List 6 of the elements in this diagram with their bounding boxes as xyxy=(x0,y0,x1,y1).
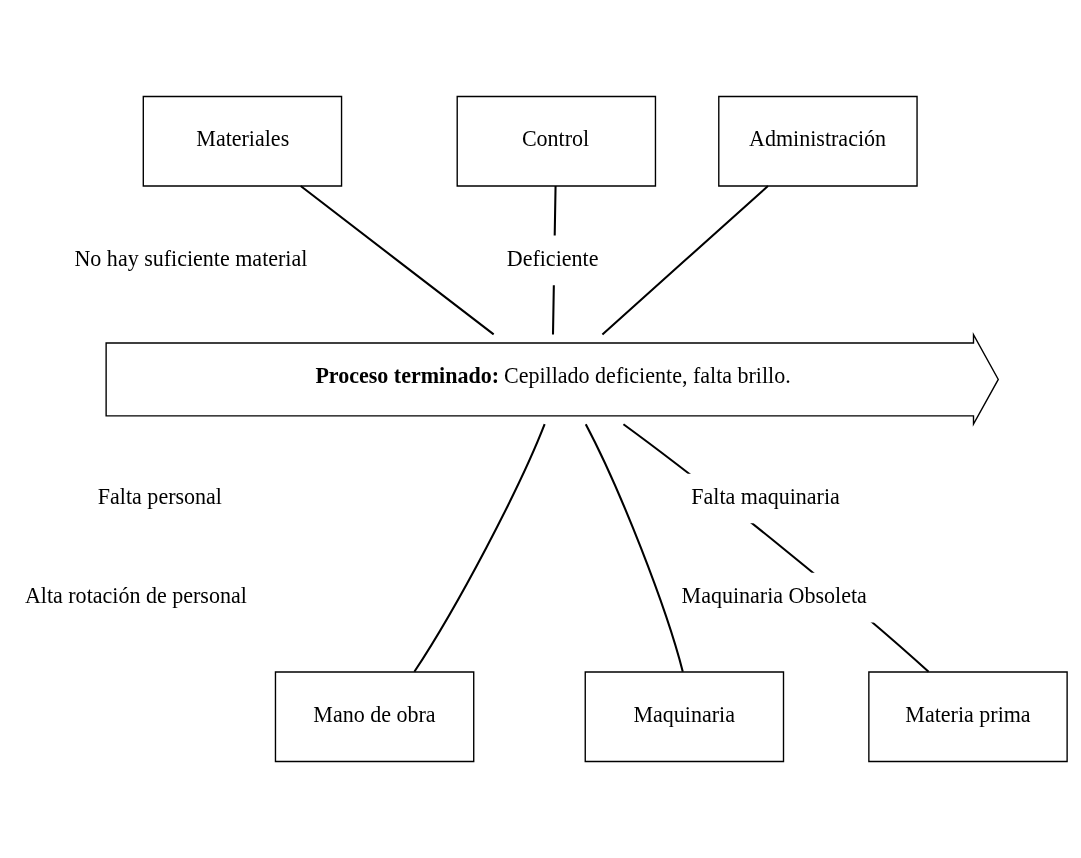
label: Deficiente xyxy=(506,245,599,271)
label: Maquinaria Obsoleta xyxy=(681,582,867,608)
label: No hay suficiente material xyxy=(74,245,308,271)
label: Falta personal xyxy=(97,483,222,509)
label: Falta maquinaria xyxy=(691,483,840,509)
label: Alta rotación de personal xyxy=(24,582,247,608)
